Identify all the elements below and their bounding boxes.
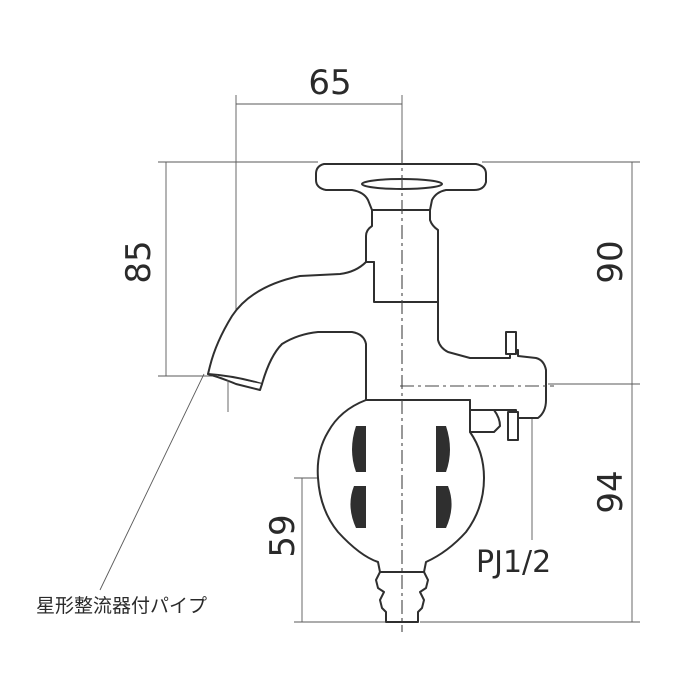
dimension-90: 90	[591, 240, 631, 283]
window-upper-left	[352, 426, 366, 472]
faucet-body	[207, 163, 547, 623]
main-body	[207, 261, 547, 419]
center-lines	[400, 150, 554, 632]
pipe-label: 星形整流器付パイプ	[36, 595, 207, 617]
dimension-59: 59	[263, 514, 303, 557]
dimension-85: 85	[119, 240, 159, 283]
spout-tip	[207, 373, 263, 391]
hose-nozzle	[375, 571, 429, 623]
dimension-65: 65	[308, 63, 351, 103]
window-lower-left	[350, 486, 366, 528]
window-lower-right	[436, 486, 452, 528]
window-upper-right	[436, 426, 450, 472]
lower-body	[316, 399, 485, 573]
dimension-94: 94	[591, 470, 631, 513]
dimension-lines	[99, 95, 640, 623]
thread-label: PJ1/2	[476, 545, 551, 580]
